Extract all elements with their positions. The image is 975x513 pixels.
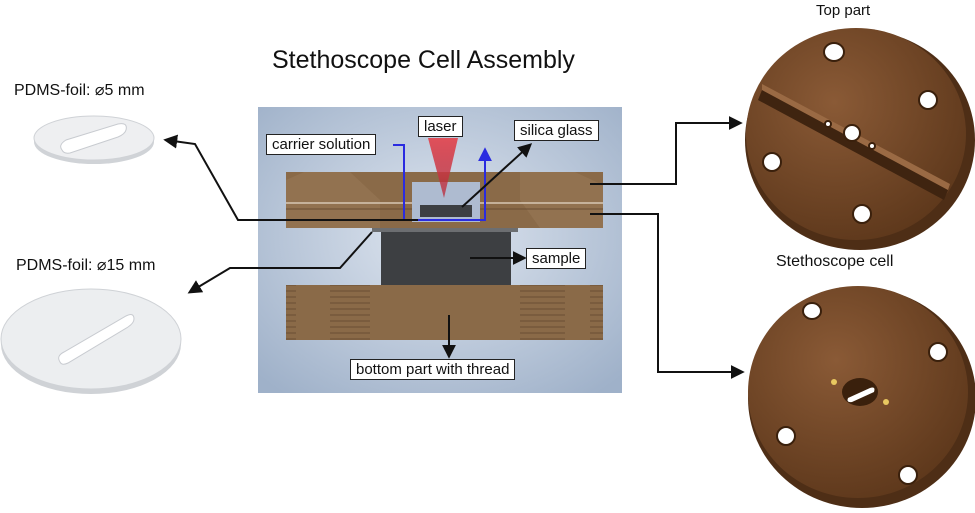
diagram-title: Stethoscope Cell Assembly [272, 46, 575, 74]
stethoscope-cell-disc [748, 286, 975, 508]
label-pdms-small: PDMS-foil: ⌀5 mm [14, 82, 145, 99]
label-top-part: Top part [816, 2, 871, 19]
pdms-foil-small-disc [33, 115, 155, 164]
laser-beam [428, 138, 458, 198]
label-stethoscope-cell: Stethoscope cell [776, 253, 894, 270]
arrow-to-pdms-small [163, 134, 418, 221]
bottom-part-cross-section [286, 285, 603, 340]
label-pdms-large: PDMS-foil: ⌀15 mm [16, 257, 156, 274]
arrow-silica-glass [461, 143, 533, 208]
label-carrier-solution: carrier solution [266, 134, 377, 155]
label-silica-glass: silica glass [514, 120, 599, 141]
pdms-foil-large-disc [0, 288, 182, 394]
label-bottom-part: bottom part with thread [350, 359, 516, 380]
label-sample: sample [526, 248, 587, 269]
label-laser: laser [418, 116, 463, 137]
arrow-to-top-part [590, 116, 743, 185]
arrow-to-pdms-large [187, 231, 373, 294]
top-part-disc [745, 28, 975, 250]
arrow-to-stethoscope-cell [590, 213, 745, 379]
silica-glass-slab [420, 205, 472, 217]
